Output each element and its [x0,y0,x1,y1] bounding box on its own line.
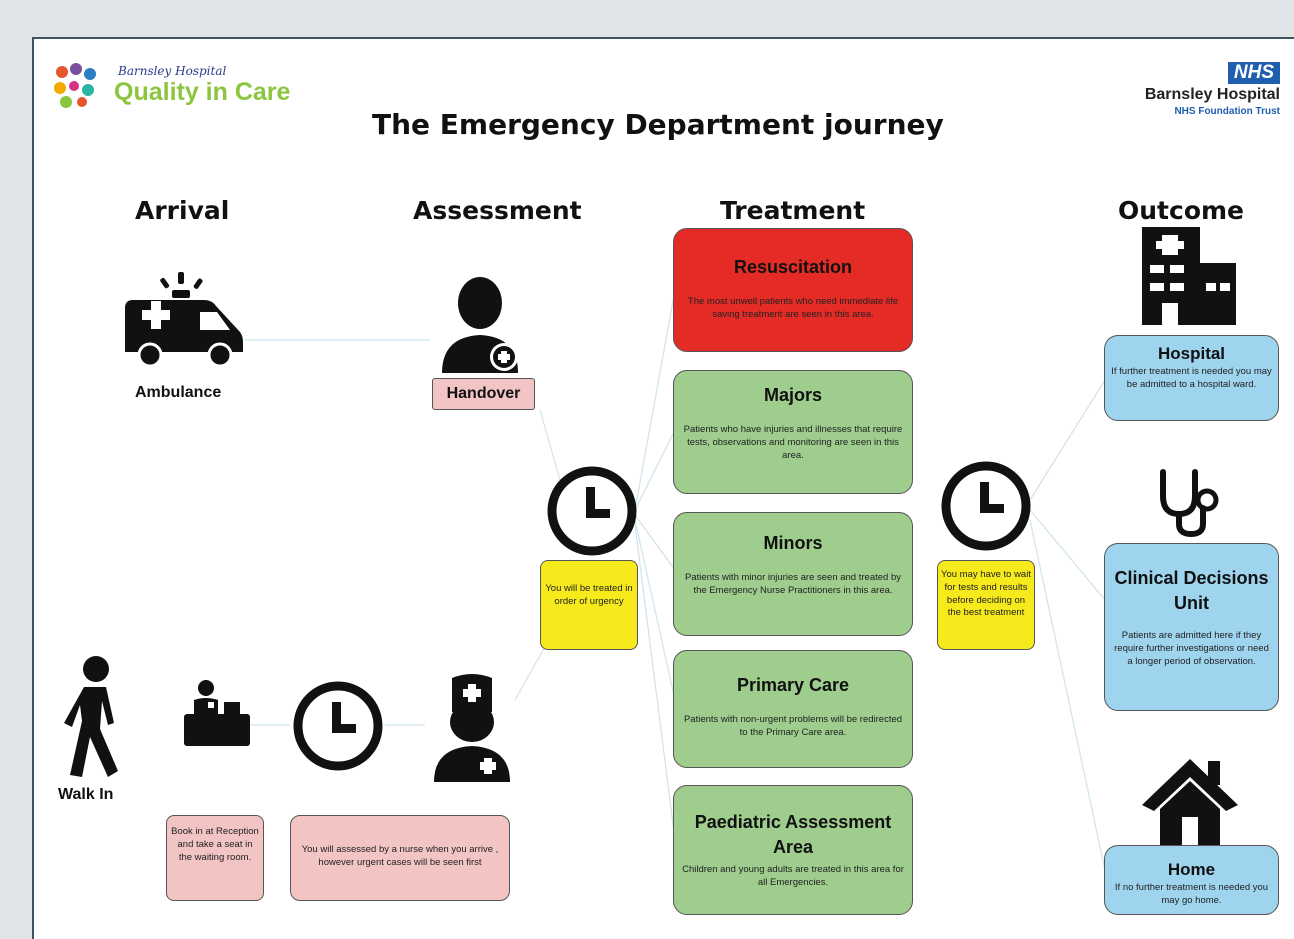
page-title: The Emergency Department journey [372,108,944,141]
nurse-icon [434,674,510,782]
home-box: Home If no further treatment is needed y… [1104,845,1279,915]
majors-title: Majors [763,385,823,405]
paediatric-box: Paediatric Assessment Area Children and … [673,785,913,915]
logo-big-text: Quality in Care [114,78,291,106]
arrival-heading: Arrival [135,196,230,225]
home-icon [1142,759,1238,847]
quality-logo: Barnsley Hospital Quality in Care [50,62,330,112]
outcome-clock-icon [941,461,1031,551]
primary-care-box: Primary Care Patients with non-urgent pr… [673,650,913,768]
ambulance-icon [125,272,243,367]
trust-name: Barnsley Hospital [1144,86,1280,103]
cdu-title: Clinical Decisions Unit [1114,568,1269,614]
clock-icon [547,466,637,556]
paediatric-title: Paediatric Assessment Area [694,812,892,858]
handover-badge: Handover [432,378,535,410]
majors-box: Majors Patients who have injuries and il… [673,370,913,494]
reception-note: Book in at Reception and take a seat in … [166,815,264,901]
nhs-badge: NHS [1227,62,1280,84]
resuscitation-title: Resuscitation [733,257,853,277]
resuscitation-box: Resuscitation The most unwell patients w… [673,228,913,352]
wait-note: You may have to wait for tests and resul… [937,560,1035,650]
urgency-note: You will be treated in order of urgency [540,560,638,650]
quality-logo-icon [54,63,96,108]
primary-care-title: Primary Care [736,675,850,695]
stethoscope-icon [1160,469,1219,538]
trust-subtitle: NHS Foundation Trust [1174,106,1280,117]
nhs-logo: NHS Barnsley Hospital NHS Foundation Tru… [1115,62,1290,122]
walkin-label: Walk In [58,786,114,803]
minors-title: Minors [763,533,823,553]
poster-sheet [32,37,1294,939]
triage-note: You will assessed by a nurse when you ar… [290,815,510,901]
handover-label: Handover [446,385,521,402]
treatment-heading: Treatment [720,196,866,225]
doctor-icon [442,277,518,373]
outcome-heading: Outcome [1118,196,1245,225]
hospital-building-icon [1142,227,1236,325]
walking-person-icon [64,656,118,777]
logo-small-text: Barnsley Hospital [118,64,227,78]
reception-desk-icon [184,680,250,746]
minors-box: Minors Patients with minor injuries are … [673,512,913,636]
ambulance-label: Ambulance [135,384,222,401]
hospital-title: Hospital [1157,344,1226,363]
home-title: Home [1167,860,1216,879]
hospital-box: Hospital If further treatment is needed … [1104,335,1279,421]
assessment-heading: Assessment [413,196,582,225]
waiting-clock-icon [293,681,383,771]
cdu-box: Clinical Decisions Unit Patients are adm… [1104,543,1279,711]
